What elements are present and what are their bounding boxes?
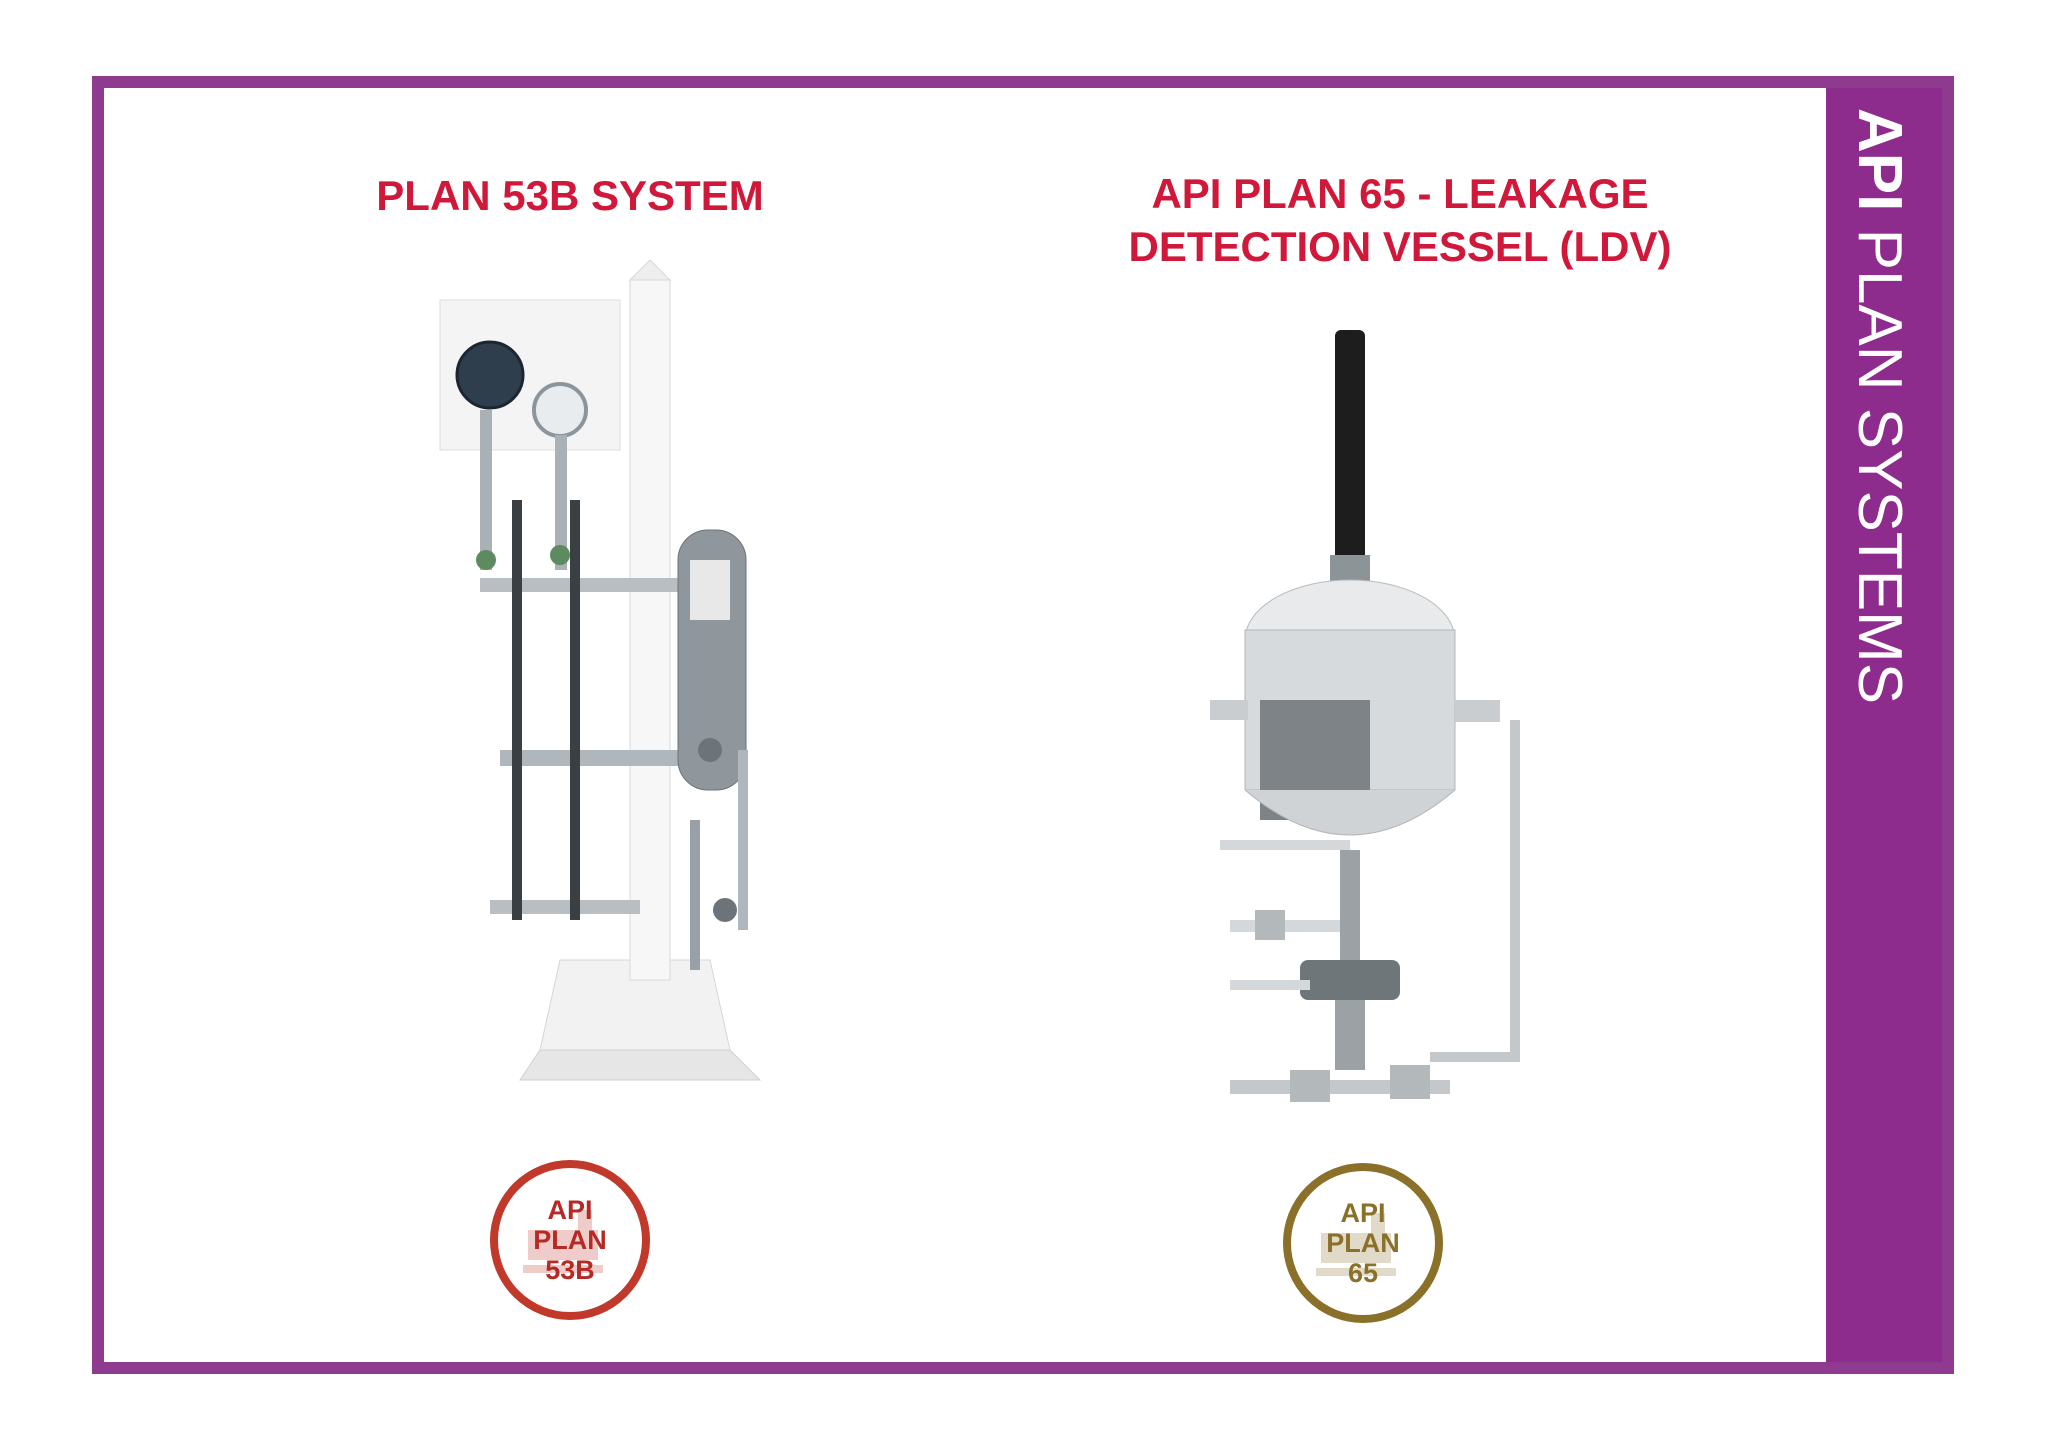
side-title: API PLAN SYSTEMS — [1845, 108, 1914, 705]
badge-53b-line1: API — [547, 1194, 593, 1225]
pump-watermark-icon — [523, 1210, 603, 1273]
pump-watermark-icon — [1316, 1213, 1396, 1276]
badge-65-line3: 65 — [1347, 1258, 1379, 1289]
api-plan-53b-badge: API PLAN 53B — [490, 1160, 650, 1320]
side-band: API PLAN SYSTEMS — [1826, 88, 1942, 1362]
plan-53b-system-image — [439, 260, 762, 1081]
api-plan-65-badge: API PLAN 65 — [1283, 1163, 1443, 1323]
page-frame: API PLAN SYSTEMS — [92, 76, 1954, 1374]
badge-53b-line2: PLAN — [533, 1224, 607, 1255]
plan-65-heading-line1: API PLAN 65 - LEAKAGE — [1151, 170, 1649, 217]
plan-65-heading-line2: DETECTION VESSEL (LDV) — [1128, 222, 1672, 270]
plan-53b-heading: PLAN 53B SYSTEM — [376, 172, 764, 219]
badge-65-line2: PLAN — [1326, 1227, 1400, 1258]
plan-65-heading: API PLAN 65 - LEAKAGE DETECTION VESSEL (… — [1050, 168, 1750, 273]
plan-65-ldv-image — [1210, 330, 1520, 1102]
badge-53b-line3: 53B — [545, 1255, 595, 1286]
badge-65-line1: API — [1340, 1197, 1386, 1228]
